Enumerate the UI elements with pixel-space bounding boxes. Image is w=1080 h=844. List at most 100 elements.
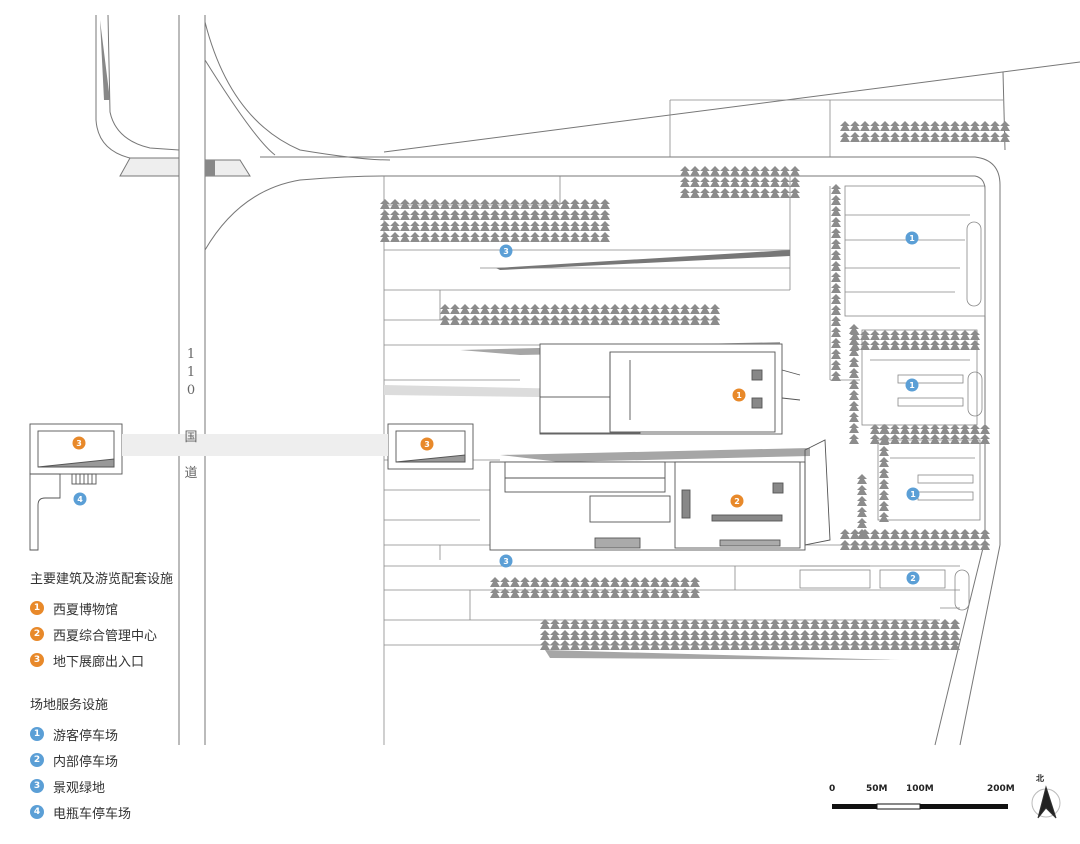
tree-icon xyxy=(670,630,680,640)
tree-icon xyxy=(730,640,740,650)
tree-icon xyxy=(760,177,770,187)
tree-icon xyxy=(870,121,880,131)
tree-icon xyxy=(690,630,700,640)
tree-icon xyxy=(680,166,690,176)
tree-icon xyxy=(670,640,680,650)
tree-icon xyxy=(630,315,640,325)
tree-icon xyxy=(860,630,870,640)
tree-icon xyxy=(930,529,940,539)
marker-parking-1c: 1 xyxy=(906,487,920,501)
tree-icon xyxy=(920,630,930,640)
tree-icon xyxy=(510,221,520,231)
tree-icon xyxy=(840,640,850,650)
tree-icon xyxy=(380,232,390,242)
tree-icon xyxy=(920,434,930,444)
tree-icon xyxy=(910,529,920,539)
tree-icon xyxy=(590,588,600,598)
tree-icon xyxy=(810,630,820,640)
tree-icon xyxy=(440,199,450,209)
tree-icon xyxy=(849,357,859,367)
legend-service-title: 场地服务设施 xyxy=(30,698,109,713)
parking-lots xyxy=(829,185,986,521)
tree-icon xyxy=(730,166,740,176)
tree-icon xyxy=(800,619,810,629)
tree-icon xyxy=(580,630,590,640)
tree-icon xyxy=(440,315,450,325)
tree-icon xyxy=(900,630,910,640)
tree-icon xyxy=(660,588,670,598)
tree-icon xyxy=(680,630,690,640)
tree-icon xyxy=(610,640,620,650)
tree-icon xyxy=(490,232,500,242)
tree-icon xyxy=(750,188,760,198)
tree-icon xyxy=(970,434,980,444)
tree-icon xyxy=(700,315,710,325)
tree-icon xyxy=(840,529,850,539)
tree-icon xyxy=(720,166,730,176)
tree-icon xyxy=(920,340,930,350)
tree-icon xyxy=(590,640,600,650)
marker-parking-1a: 1 xyxy=(905,231,919,245)
tree-icon xyxy=(480,315,490,325)
tree-icon xyxy=(450,232,460,242)
tree-icon xyxy=(730,177,740,187)
tree-icon xyxy=(690,619,700,629)
road-label-guodao: 国 道 xyxy=(184,420,198,492)
tree-icon xyxy=(800,640,810,650)
tree-icon xyxy=(960,540,970,550)
tree-icon xyxy=(470,304,480,314)
tree-icon xyxy=(950,340,960,350)
tree-icon xyxy=(930,540,940,550)
tree-icon xyxy=(920,330,930,340)
tree-icon xyxy=(831,371,841,381)
tree-icon xyxy=(980,121,990,131)
tree-icon xyxy=(590,619,600,629)
tree-icon xyxy=(660,315,670,325)
tree-icon xyxy=(490,199,500,209)
tree-icon xyxy=(980,424,990,434)
tree-icon xyxy=(500,304,510,314)
tree-icon xyxy=(460,315,470,325)
tree-icon xyxy=(870,619,880,629)
tree-icon xyxy=(830,630,840,640)
tree-icon xyxy=(540,619,550,629)
tree-icon xyxy=(530,304,540,314)
marker-gallery-east: 3 xyxy=(420,437,434,451)
tree-icon xyxy=(950,540,960,550)
tree-icon xyxy=(960,132,970,142)
marker-icon: 2 xyxy=(30,627,44,641)
tree-icon xyxy=(960,340,970,350)
tree-icon xyxy=(920,640,930,650)
legend-label: 电瓶车停车场 xyxy=(53,806,132,822)
tree-icon xyxy=(780,640,790,650)
road-char: 道 xyxy=(184,466,198,481)
tree-icon xyxy=(890,529,900,539)
tree-icon xyxy=(700,640,710,650)
tree-icon xyxy=(880,121,890,131)
tree-icon xyxy=(530,577,540,587)
tree-icon xyxy=(620,304,630,314)
tree-icon xyxy=(970,330,980,340)
marker-museum: 1 xyxy=(732,388,746,402)
tree-icon xyxy=(550,640,560,650)
tree-icon xyxy=(870,340,880,350)
tree-icon xyxy=(560,232,570,242)
tree-icon xyxy=(550,630,560,640)
tree-icon xyxy=(890,630,900,640)
tree-icon xyxy=(920,121,930,131)
tree-icon xyxy=(540,577,550,587)
tree-icon xyxy=(540,221,550,231)
tree-icon xyxy=(890,340,900,350)
tree-icon xyxy=(600,232,610,242)
tree-icon xyxy=(420,221,430,231)
tree-icon xyxy=(950,424,960,434)
tree-icon xyxy=(660,630,670,640)
tree-icon xyxy=(740,619,750,629)
tree-icon xyxy=(420,232,430,242)
tree-icon xyxy=(660,577,670,587)
tree-icon xyxy=(660,619,670,629)
tree-icon xyxy=(879,468,889,478)
tree-icon xyxy=(860,121,870,131)
tree-icon xyxy=(880,630,890,640)
